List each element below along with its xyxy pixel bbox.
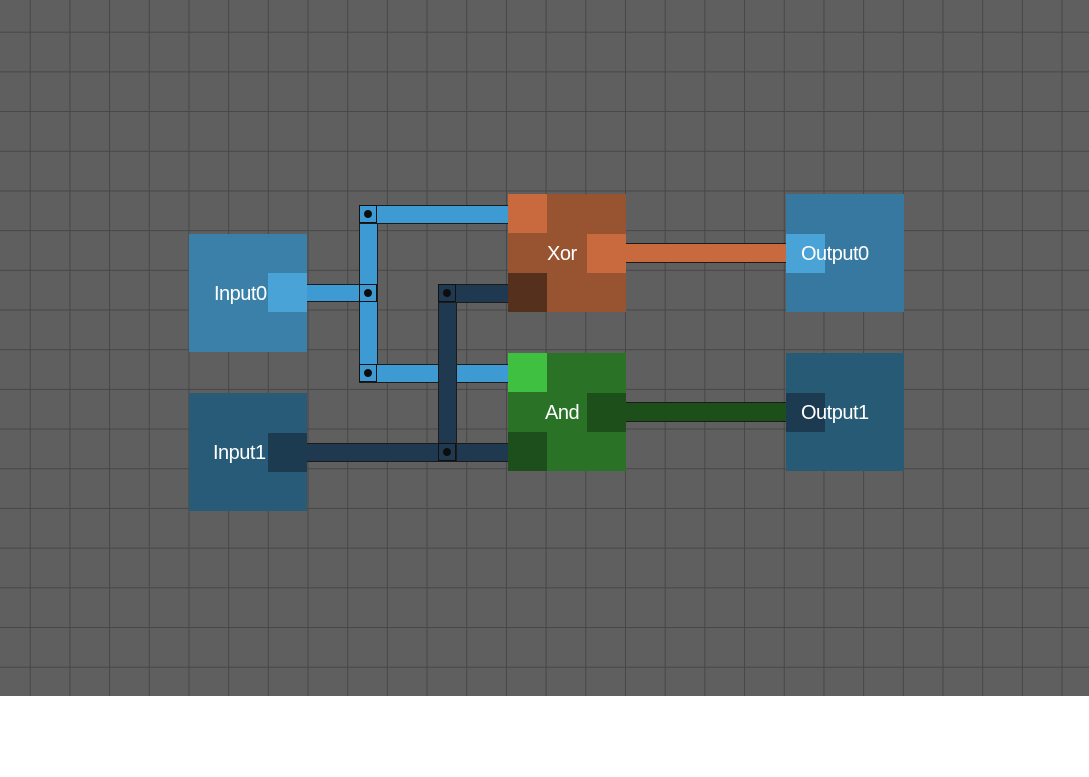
wire-input1-to-and[interactable] <box>305 443 510 462</box>
input0-block[interactable]: Input0 <box>189 234 307 352</box>
wire-input1-vertical[interactable] <box>438 284 457 462</box>
wire-junction-node[interactable] <box>438 284 456 302</box>
xor-input-port-a[interactable] <box>508 194 547 233</box>
and-output-port[interactable] <box>587 393 626 432</box>
wire-junction-node[interactable] <box>359 364 377 382</box>
and-label: And <box>545 402 580 424</box>
output1-block[interactable]: Output1 <box>786 353 904 471</box>
junction-dot-icon <box>443 448 451 456</box>
and-gate-block[interactable]: And <box>508 353 626 471</box>
input1-block[interactable]: Input1 <box>189 393 307 511</box>
output0-input-port[interactable] <box>786 234 825 273</box>
xor-label: Xor <box>547 243 577 265</box>
input0-output-port[interactable] <box>268 273 307 312</box>
wire-junction-node[interactable] <box>438 443 456 461</box>
output0-block[interactable]: Output0 <box>786 194 904 312</box>
xor-gate-block[interactable]: Xor <box>508 194 626 312</box>
empty-panel-area <box>0 696 1089 777</box>
and-input-port-a[interactable] <box>508 353 547 392</box>
wire-and-to-output1[interactable] <box>622 402 790 422</box>
wire-input0-to-and[interactable] <box>359 364 510 383</box>
output1-label: Output1 <box>801 402 869 424</box>
input1-output-port[interactable] <box>268 433 307 472</box>
junction-dot-icon <box>443 289 451 297</box>
wire-junction-node[interactable] <box>359 205 377 223</box>
input0-label: Input0 <box>214 283 267 305</box>
wire-input0-to-xor[interactable] <box>359 205 510 224</box>
circuit-canvas[interactable]: Input0 Input1 Xor And Output0 Output1 <box>0 0 1089 696</box>
input1-label: Input1 <box>213 442 266 464</box>
xor-input-port-b[interactable] <box>508 273 547 312</box>
output1-input-port[interactable] <box>786 393 825 432</box>
wire-junction-node[interactable] <box>359 284 377 302</box>
wire-xor-to-output0[interactable] <box>622 243 790 263</box>
junction-dot-icon <box>364 369 372 377</box>
junction-dot-icon <box>364 210 372 218</box>
junction-dot-icon <box>364 289 372 297</box>
xor-output-port[interactable] <box>587 234 626 273</box>
output0-label: Output0 <box>801 243 869 265</box>
and-input-port-b[interactable] <box>508 432 547 471</box>
